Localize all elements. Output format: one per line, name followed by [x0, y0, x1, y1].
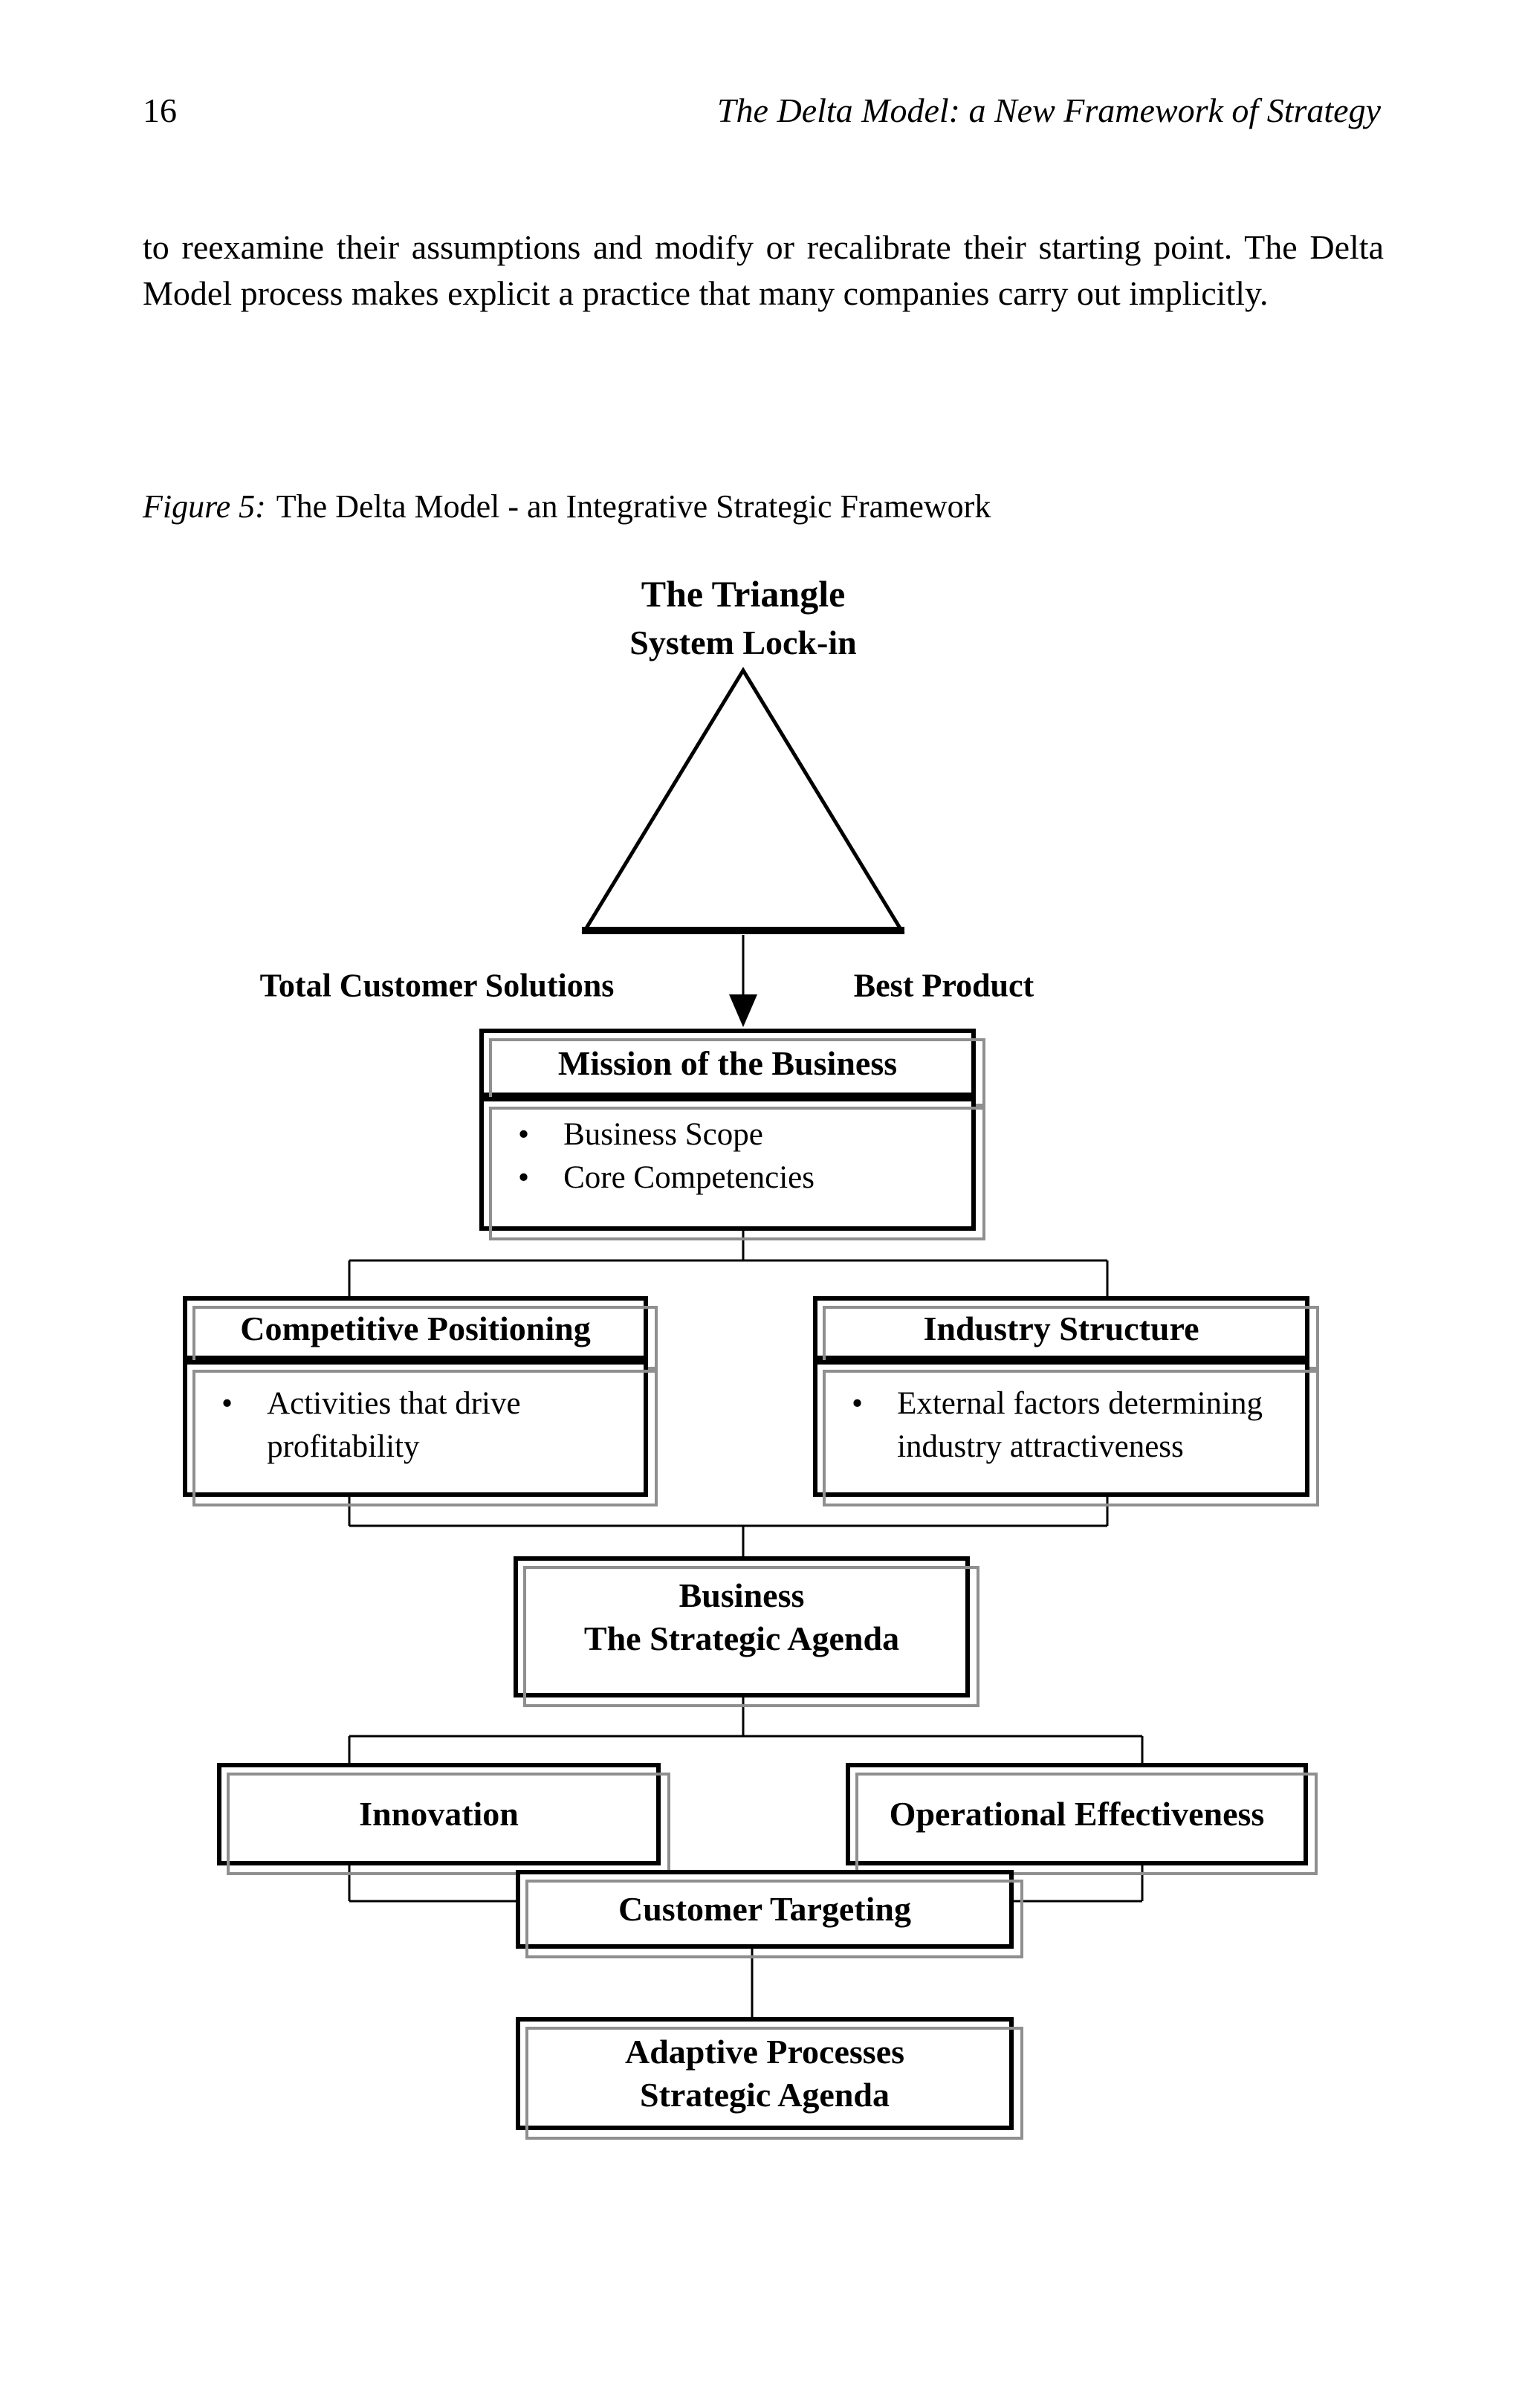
- figure-caption-text: The Delta Model - an Integrative Strateg…: [276, 488, 991, 525]
- node-competitive-positioning-body: Activities that drive profitability: [183, 1360, 648, 1497]
- connector-mission-to-row2: [348, 1231, 1109, 1296]
- node-mission-body: Business Scope Core Competencies: [479, 1097, 976, 1231]
- label-total-customer-solutions: Total Customer Solutions: [259, 967, 615, 1004]
- node-adaptive-processes-line2: Strategic Agenda: [639, 2076, 890, 2114]
- node-innovation-title-text: Innovation: [359, 1795, 519, 1833]
- bullet-item: Activities that drive profitability: [187, 1382, 636, 1469]
- diagram-title: The Triangle: [641, 573, 846, 615]
- node-operational-effectiveness-box: Operational Effectiveness: [846, 1763, 1308, 1865]
- node-industry-structure: Industry Structure External factors dete…: [813, 1296, 1309, 1497]
- triangle-shape: [581, 667, 905, 933]
- node-industry-structure-body: External factors determining industry at…: [813, 1360, 1309, 1497]
- body-paragraph: to reexamine their assumptions and modif…: [143, 228, 1384, 312]
- node-business-line2: The Strategic Agenda: [583, 1619, 900, 1657]
- page-header: 16 The Delta Model: a New Framework of S…: [143, 91, 1381, 130]
- label-best-product: Best Product: [853, 967, 1034, 1004]
- node-operational-effectiveness-title-text: Operational Effectiveness: [889, 1795, 1265, 1833]
- node-mission-title: Mission of the Business: [479, 1029, 976, 1097]
- node-innovation-box: Innovation: [217, 1763, 661, 1865]
- running-title: The Delta Model: a New Framework of Stra…: [716, 91, 1381, 129]
- node-mission-title-text: Mission of the Business: [557, 1043, 898, 1082]
- node-adaptive-processes-line1: Adaptive Processes: [624, 2033, 905, 2071]
- node-industry-structure-title: Industry Structure: [813, 1296, 1309, 1360]
- node-customer-targeting: Customer Targeting: [516, 1870, 1014, 1949]
- node-adaptive-processes: Adaptive Processes Strategic Agenda: [516, 2017, 1014, 2130]
- figure-caption: Figure 5: The Delta Model - an Integrativ…: [143, 488, 991, 525]
- node-innovation: Innovation: [217, 1763, 661, 1865]
- figure-caption-label: Figure 5:: [143, 488, 266, 525]
- node-competitive-positioning-title: Competitive Positioning: [183, 1296, 648, 1360]
- bullet-item: Core Competencies: [484, 1156, 964, 1200]
- connector-row3-to-customer-targeting: [348, 1865, 1144, 1903]
- connector-row2-to-business: [348, 1497, 1109, 1556]
- bullet-text: External factors determining industry at…: [897, 1386, 1263, 1464]
- node-competitive-positioning-title-text: Competitive Positioning: [240, 1309, 591, 1347]
- node-business-strategic-agenda: Business The Strategic Agenda: [514, 1556, 970, 1697]
- down-arrow-head-icon: [729, 994, 757, 1027]
- node-adaptive-processes-box: Adaptive Processes Strategic Agenda: [516, 2017, 1014, 2130]
- connector-business-to-row3: [348, 1697, 1144, 1763]
- diagram-subtitle: System Lock-in: [629, 624, 857, 661]
- node-business-line1: Business: [679, 1576, 805, 1614]
- page-number: 16: [143, 91, 177, 129]
- node-customer-targeting-box: Customer Targeting: [516, 1870, 1014, 1949]
- node-industry-structure-title-text: Industry Structure: [923, 1309, 1199, 1347]
- bullet-item: External factors determining industry at…: [817, 1382, 1298, 1469]
- node-business-strategic-agenda-box: Business The Strategic Agenda: [514, 1556, 970, 1697]
- node-competitive-positioning: Competitive Positioning Activities that …: [183, 1296, 648, 1497]
- bullet-text: Business Scope: [563, 1117, 763, 1152]
- bullet-text: Core Competencies: [563, 1160, 815, 1195]
- node-mission: Mission of the Business Business Scope C…: [479, 1029, 976, 1231]
- node-customer-targeting-title-text: Customer Targeting: [618, 1890, 911, 1928]
- bullet-item: Business Scope: [484, 1113, 964, 1156]
- node-operational-effectiveness: Operational Effectiveness: [846, 1763, 1308, 1865]
- bullet-text: Activities that drive profitability: [267, 1386, 521, 1464]
